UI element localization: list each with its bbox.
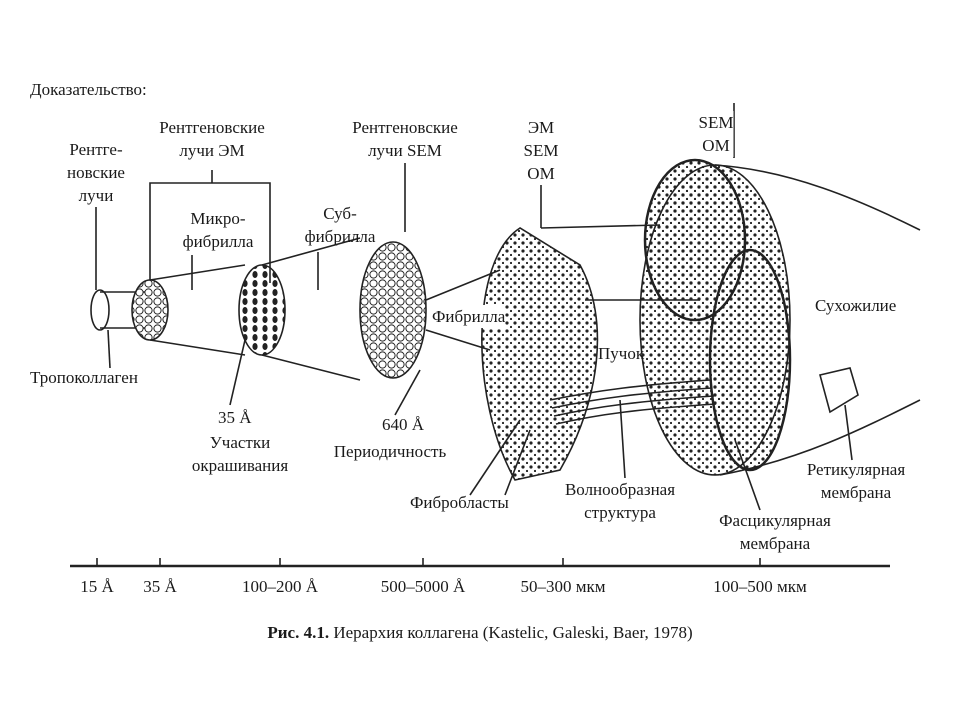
text: SEM [523, 141, 559, 160]
text: Волнообразная [564, 480, 676, 499]
text: мембрана [820, 483, 892, 502]
label-staining-sites: Участки окрашивания [192, 431, 288, 477]
label-fibroblasts: Фибробласты [410, 493, 509, 512]
text: Микро- [190, 209, 246, 228]
label-fascicle: Пучок [598, 344, 645, 363]
label-microfibril: Микро- фибрилла [183, 207, 254, 253]
text: Фасцикулярная [719, 511, 831, 530]
text: лучи ЭМ [179, 141, 245, 160]
label-tendon: Сухожилие [815, 294, 897, 317]
text: Участки [209, 433, 271, 452]
label-sem-om: SEM ОМ [698, 111, 734, 157]
text: Ретикулярная [806, 460, 906, 479]
scale-label: 500–5000 Å [380, 577, 466, 596]
label-tropocollagen: Тропоколлаген [30, 368, 138, 387]
label-periodicity: Периодичность [333, 442, 447, 461]
text: SEM [698, 113, 734, 132]
figure-caption: Рис. 4.1. Иерархия коллагена (Kastelic, … [267, 621, 692, 644]
label-em-sem-om: ЭМ SEM ОМ [524, 116, 559, 185]
text: мембрана [739, 534, 811, 553]
label-640a: 640 Å [382, 415, 425, 434]
label-xray-sem: Рентгеновские лучи SEM [352, 116, 458, 162]
text: ОМ [702, 136, 730, 155]
text: фибрилла [304, 227, 376, 246]
text: новские [67, 163, 125, 182]
scale-label: 100–500 мкм [713, 577, 807, 596]
label-xray-em: Рентгеновские лучи ЭМ [159, 116, 265, 162]
label-fascicular-membrane: Фасцикулярная мембрана [719, 509, 831, 555]
caption-label: Рис. 4.1. [267, 623, 330, 642]
scale-label: 100–200 Å [241, 577, 319, 596]
text: ОМ [527, 164, 555, 183]
text: ЭМ [527, 118, 555, 137]
label-fibril: Фибрилла [432, 305, 506, 328]
text: лучи [78, 186, 114, 205]
heading: Доказательство: [30, 80, 147, 99]
text: Суб- [323, 204, 357, 223]
label-xray: Рентге- новские лучи [67, 138, 125, 207]
label-subfibril: Суб- фибрилла [305, 202, 376, 248]
text: Рентге- [69, 140, 123, 159]
scale-label: 15 Å [80, 577, 114, 596]
label-35a: 35 Å [218, 408, 252, 427]
text: структура [584, 503, 656, 522]
scale-label: 35 Å [143, 577, 177, 596]
text: фибрилла [182, 232, 254, 251]
label-wavy-structure: Волнообразная структура [565, 478, 675, 524]
scale-label: 50–300 мкм [520, 577, 606, 596]
caption-text: Иерархия коллагена (Kastelic, Galeski, B… [329, 623, 693, 642]
label-reticular-membrane: Ретикулярная мембрана [807, 458, 905, 504]
text: лучи SEM [368, 141, 442, 160]
text: Рентгеновские [159, 118, 265, 137]
text: Рентгеновские [352, 118, 458, 137]
text: окрашивания [191, 456, 289, 475]
